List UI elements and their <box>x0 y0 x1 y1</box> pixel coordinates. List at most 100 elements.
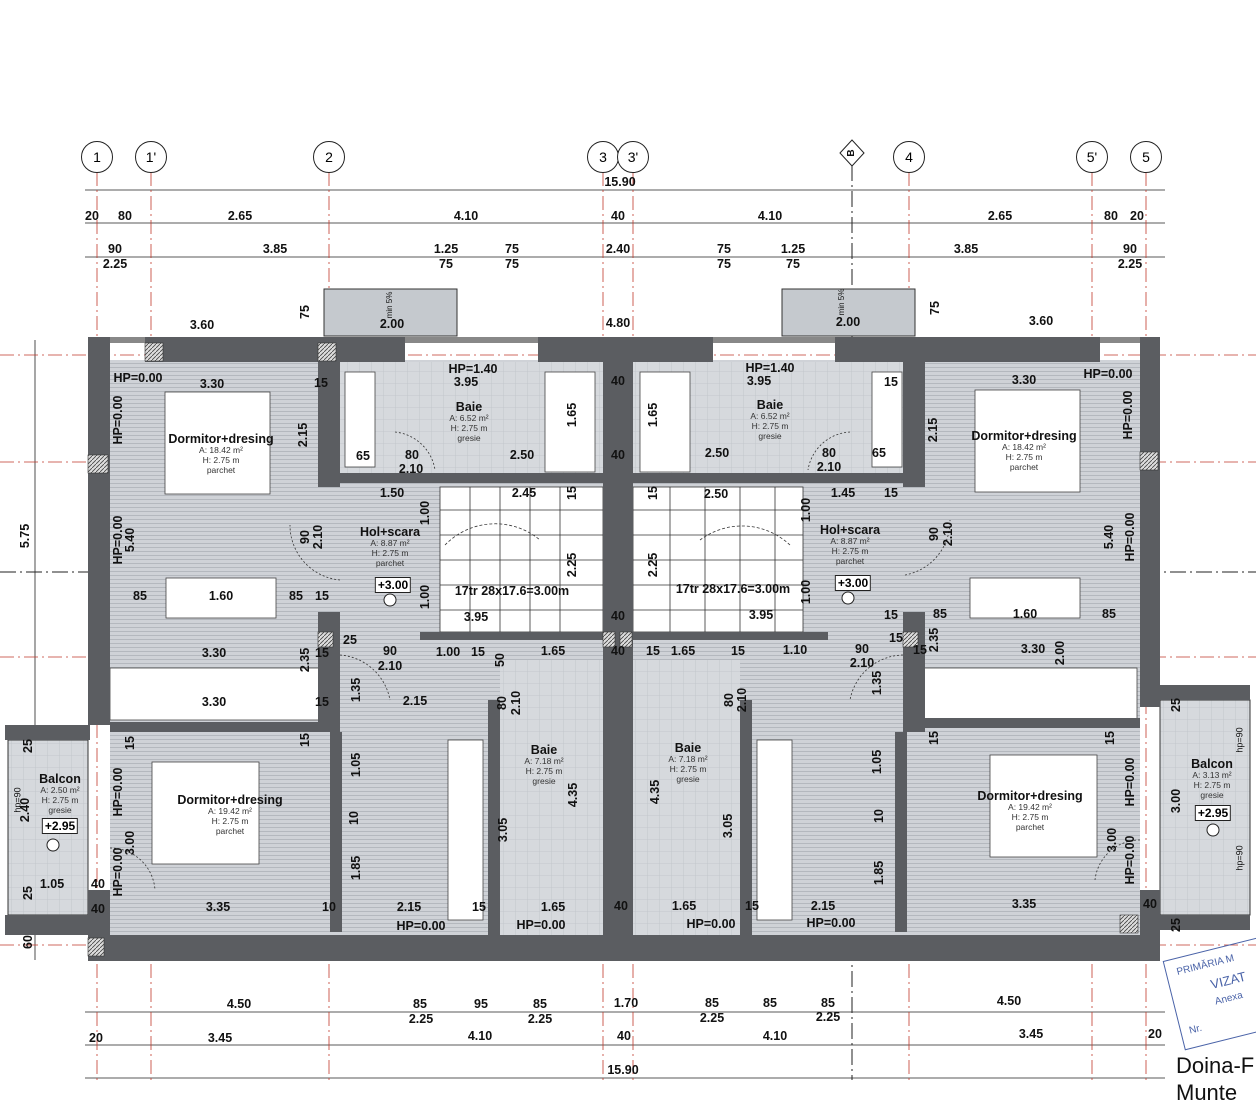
dimension-label: 25 <box>20 739 35 753</box>
dimension-label: 40 <box>1143 896 1157 911</box>
dimension-label: 3.00 <box>122 830 137 856</box>
dimension-label: 90 <box>383 643 397 658</box>
room-height: H: 2.75 m <box>211 816 249 827</box>
room-area: A: 6.52 m² <box>449 413 489 424</box>
dimension-label: 2.00 <box>835 314 861 329</box>
level-mark-hall-right: +3.00 <box>834 575 872 591</box>
dimension-label: 15 <box>889 630 903 645</box>
dimension-label: 90 <box>1123 241 1137 256</box>
dimension-label: 15 <box>315 645 329 660</box>
dimension-label: 15 <box>122 736 137 750</box>
stamp-line-2: VIZAT <box>1208 968 1248 992</box>
dimension-label: 2.50 <box>509 447 535 462</box>
dimension-label: 2.10 <box>310 524 325 550</box>
dimension-label: 75 <box>786 256 800 271</box>
dimension-label: 2.15 <box>402 693 428 708</box>
dimension-label: HP=1.40 <box>448 361 498 376</box>
dimension-label: 4.10 <box>757 208 783 223</box>
dimension-label: 80 <box>494 696 509 710</box>
dimension-label: 2.15 <box>925 417 940 443</box>
dimension-label: 15 <box>884 607 898 622</box>
dimension-label: 3.45 <box>207 1030 233 1045</box>
room-name: Baie <box>455 400 483 414</box>
dimension-lines <box>34 189 1165 1079</box>
room-hall-right: Hol+scara A: 8.87 m² H: 2.75 m parchet <box>820 523 880 567</box>
room-floor: gresie <box>676 773 700 784</box>
grid-axis-4: 4 <box>893 141 925 173</box>
dimension-label: 2.50 <box>704 445 730 460</box>
room-area: A: 7.18 m² <box>668 754 708 765</box>
dimension-label: 65 <box>356 448 370 463</box>
dimension-label: 1.65 <box>564 402 579 428</box>
room-floor: parchet <box>1015 821 1045 832</box>
dimension-label: 4.50 <box>996 993 1022 1008</box>
canopy-left <box>323 288 458 337</box>
level-mark-balcony-left: +2.95 <box>41 818 79 834</box>
room-bath-top-right: Baie A: 6.52 m² H: 2.75 m gresie <box>750 398 789 442</box>
dimension-label: 1.00 <box>798 497 813 523</box>
dimension-label: 3.95 <box>748 607 774 622</box>
dimension-label: 10 <box>871 809 886 823</box>
dimension-label: 25 <box>343 632 357 647</box>
room-hall-left: Hol+scara A: 8.87 m² H: 2.75 m parchet <box>360 525 420 569</box>
room-name: Dormitor+dresing <box>168 432 274 446</box>
dimension-label: 1.25 <box>780 241 806 256</box>
room-height: H: 2.75 m <box>525 766 563 777</box>
dimension-label: 75 <box>439 256 453 271</box>
dimension-label: 3.60 <box>189 317 215 332</box>
door-swings <box>109 431 1141 891</box>
dimension-label: 17tr 28x17.6=3.00m <box>454 583 570 598</box>
dimension-label: 40 <box>611 447 625 462</box>
stamp-line-4: Nr. <box>1188 1022 1204 1037</box>
stamp-line-3: Anexa <box>1213 989 1245 1008</box>
room-floor: gresie <box>1200 789 1224 800</box>
dimension-label: 15 <box>472 899 486 914</box>
dimension-label: 3.30 <box>201 694 227 709</box>
author-name: Doina-F <box>1176 1053 1255 1078</box>
dimension-label: HP=0.00 <box>516 917 566 932</box>
dimension-label: 2.25 <box>699 1010 725 1025</box>
dimension-label: 15 <box>315 588 329 603</box>
dimension-label: 80 <box>118 208 132 223</box>
dimension-label: 85 <box>533 996 547 1011</box>
dimension-label: 75 <box>505 256 519 271</box>
dimension-label: 75 <box>717 241 731 256</box>
dimension-label: HP=0.00 <box>1083 366 1133 381</box>
dimension-label: HP=0.00 <box>113 370 163 385</box>
dimension-label: 15 <box>297 733 312 747</box>
dimension-label: 40 <box>611 643 625 658</box>
room-name: Balcon <box>1191 757 1233 771</box>
dimension-label: 4.35 <box>565 782 580 808</box>
dimension-label: 17tr 28x17.6=3.00m <box>675 581 791 596</box>
grid-axis-3: 3 <box>587 141 619 173</box>
room-balcony-right: Balcon A: 3.13 m² H: 2.75 m gresie <box>1191 757 1233 801</box>
dimension-label: 1.10 <box>782 642 808 657</box>
room-bath-bottom-left: Baie A: 7.18 m² H: 2.75 m gresie <box>524 743 563 787</box>
dimension-label: 15 <box>471 644 485 659</box>
dimension-label: 2.50 <box>703 486 729 501</box>
dimension-label: 15.90 <box>604 174 636 189</box>
room-area: A: 18.42 m² <box>1002 442 1046 453</box>
room-area: A: 7.18 m² <box>524 756 564 767</box>
dimension-label: 75 <box>927 301 942 315</box>
dimension-label: 1.00 <box>435 644 461 659</box>
dimension-label: HP=0.00 <box>110 847 125 897</box>
dimension-label: 20 <box>89 1030 103 1045</box>
dimension-label: 5.40 <box>122 527 137 553</box>
dimension-label: 50 <box>492 653 507 667</box>
dimension-label: 90 <box>297 530 312 544</box>
room-height: H: 2.75 m <box>450 423 488 434</box>
dimension-label: 3.95 <box>453 374 479 389</box>
dimension-label: 80 <box>405 447 419 462</box>
dimension-label: 15 <box>884 374 898 389</box>
dimension-label: 2.10 <box>734 687 749 713</box>
dimension-label: 1.35 <box>869 670 884 696</box>
room-bedroom-bottom-right: Dormitor+dresing A: 19.42 m² H: 2.75 m p… <box>977 789 1082 833</box>
room-height: H: 2.75 m <box>1011 812 1049 823</box>
grid-axis-5: 5 <box>1130 141 1162 173</box>
dimension-label: HP=0.00 <box>1120 390 1135 440</box>
room-floor: parchet <box>835 555 865 566</box>
grid-axis-1: 1 <box>81 141 113 173</box>
roof-slope-left: min 5% <box>385 291 394 319</box>
floor-plan-drawing <box>0 139 1256 1080</box>
